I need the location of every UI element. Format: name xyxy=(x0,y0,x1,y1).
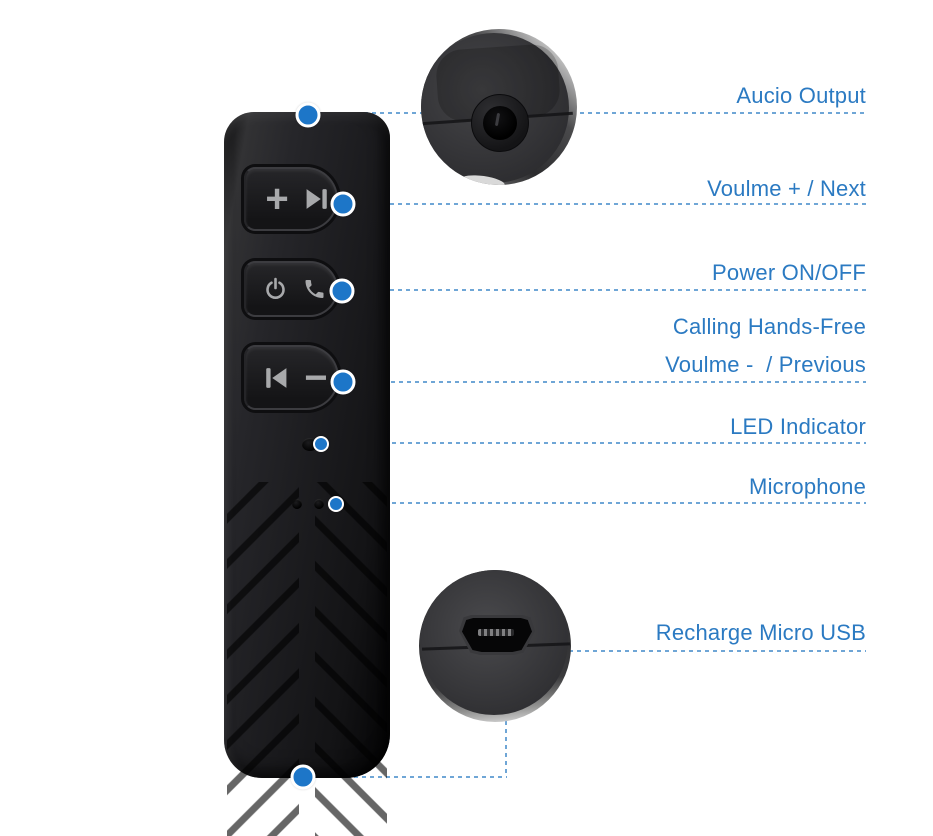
power-call-button xyxy=(244,261,338,317)
dot-led-indicator xyxy=(313,436,329,452)
grip-texture-left xyxy=(227,482,299,836)
volume-up-next-button: + xyxy=(244,167,338,231)
audio-jack-ring xyxy=(471,94,529,152)
label-power-line2: Calling Hands-Free xyxy=(672,314,866,339)
next-track-icon xyxy=(306,189,327,209)
label-volume-up-next: Voulme + / Next xyxy=(707,176,866,201)
plus-icon: + xyxy=(265,177,289,221)
leader-line-bottom-vertical xyxy=(505,721,507,777)
audio-jack-face xyxy=(421,33,573,183)
dot-volume-down-previous xyxy=(330,369,356,395)
label-power-line1: Power ON/OFF xyxy=(712,260,866,285)
previous-track-icon xyxy=(266,367,287,388)
bluetooth-receiver-body: + − xyxy=(224,112,390,836)
jack-glint xyxy=(494,112,501,127)
leader-line-power-call xyxy=(342,289,866,291)
leader-line-recharge-usb xyxy=(569,650,866,652)
audio-jack-hole xyxy=(483,106,517,140)
dot-recharge-usb xyxy=(290,764,316,790)
power-icon xyxy=(266,277,285,300)
volume-down-previous-button: − xyxy=(244,345,339,410)
leader-line-bottom-horizontal xyxy=(306,776,507,778)
label-power-call: Power ON/OFF Calling Hands-Free xyxy=(648,232,866,367)
micro-usb-pins xyxy=(478,629,514,636)
label-led-indicator: LED Indicator xyxy=(730,414,866,439)
micro-usb-port xyxy=(459,615,535,655)
leader-line-volume-down-previous xyxy=(343,381,866,383)
usb-face xyxy=(420,570,571,715)
label-volume-down-previous: Voulme - / Previous xyxy=(665,352,866,377)
phone-handset-icon xyxy=(305,280,324,298)
label-audio-output: Aucio Output xyxy=(736,83,866,108)
dot-microphone xyxy=(328,496,344,512)
audio-jack-callout-circle xyxy=(421,29,577,185)
dot-power-call xyxy=(329,278,355,304)
leader-line-led-indicator xyxy=(320,442,866,444)
minus-icon: − xyxy=(304,355,328,400)
dot-volume-up-next xyxy=(330,191,356,217)
dot-audio-output xyxy=(295,102,321,128)
micro-usb-slot xyxy=(462,618,532,652)
label-microphone: Microphone xyxy=(749,474,866,499)
micro-usb-callout-circle xyxy=(419,570,571,722)
leader-line-audio-output xyxy=(308,112,866,114)
leader-line-microphone xyxy=(336,502,866,504)
leader-line-volume-up-next xyxy=(342,203,866,205)
label-recharge-micro-usb: Recharge Micro USB xyxy=(655,620,866,645)
grip-texture-right xyxy=(315,482,387,836)
